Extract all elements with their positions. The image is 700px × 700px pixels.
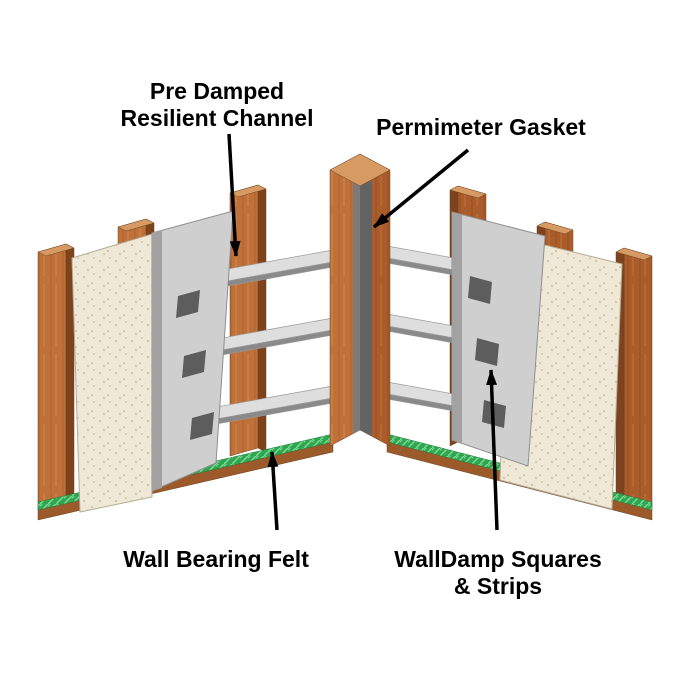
- walldamp-square: [176, 290, 200, 318]
- label-line: Wall Bearing Felt: [123, 546, 309, 572]
- label-wall-bearing-felt: Wall Bearing Felt: [76, 546, 356, 573]
- walldamp-square: [468, 276, 492, 304]
- corner-post-top: [329, 153, 391, 187]
- arrow-wall-bearing-felt: [267, 451, 279, 531]
- walldamp-strip: [452, 212, 462, 443]
- perimeter-gasket: [353, 154, 360, 434]
- label-perimeter-gasket: Permimeter Gasket: [341, 114, 621, 141]
- walldamp-panel-right: [451, 211, 546, 467]
- label-line: & Strips: [453, 573, 543, 600]
- perimeter-gasket: [360, 154, 372, 436]
- stud-front: [623, 247, 653, 509]
- label-line: Resilient Channel: [120, 105, 314, 132]
- corner-post: [329, 153, 391, 447]
- stud-top: [229, 184, 267, 198]
- stud-front: [37, 243, 67, 509]
- walldamp-strip: [152, 230, 162, 491]
- stud-top: [536, 221, 574, 235]
- arrow-resilient-channel: [227, 133, 241, 257]
- label-walldamp-squares-strips: WallDamp Squares & Strips: [358, 546, 638, 600]
- drywall-panel-left: [71, 233, 153, 513]
- left-wall: [37, 184, 334, 521]
- label-line: WallDamp Squares: [394, 546, 602, 572]
- walldamp-panel-left: [151, 210, 234, 492]
- stud-top: [449, 185, 487, 199]
- arrow-walldamp-squares: [486, 369, 499, 531]
- label-line: Permimeter Gasket: [376, 114, 586, 140]
- walldamp-square: [190, 412, 214, 440]
- panel-face: [451, 211, 546, 467]
- label-pre-damped-resilient-channel: Pre Damped Resilient Channel: [77, 78, 357, 132]
- drywall-texture: [72, 234, 152, 512]
- walldamp-square: [182, 350, 206, 378]
- right-wall: [386, 185, 653, 521]
- stud-top: [117, 218, 155, 232]
- stud-top: [615, 247, 653, 261]
- arrow-perimeter-gasket: [372, 148, 470, 229]
- walldamp-square: [475, 338, 499, 366]
- stud-top: [37, 243, 75, 257]
- callout-arrows: [227, 133, 499, 531]
- panel-face: [151, 210, 234, 492]
- label-line: Pre Damped: [149, 78, 285, 104]
